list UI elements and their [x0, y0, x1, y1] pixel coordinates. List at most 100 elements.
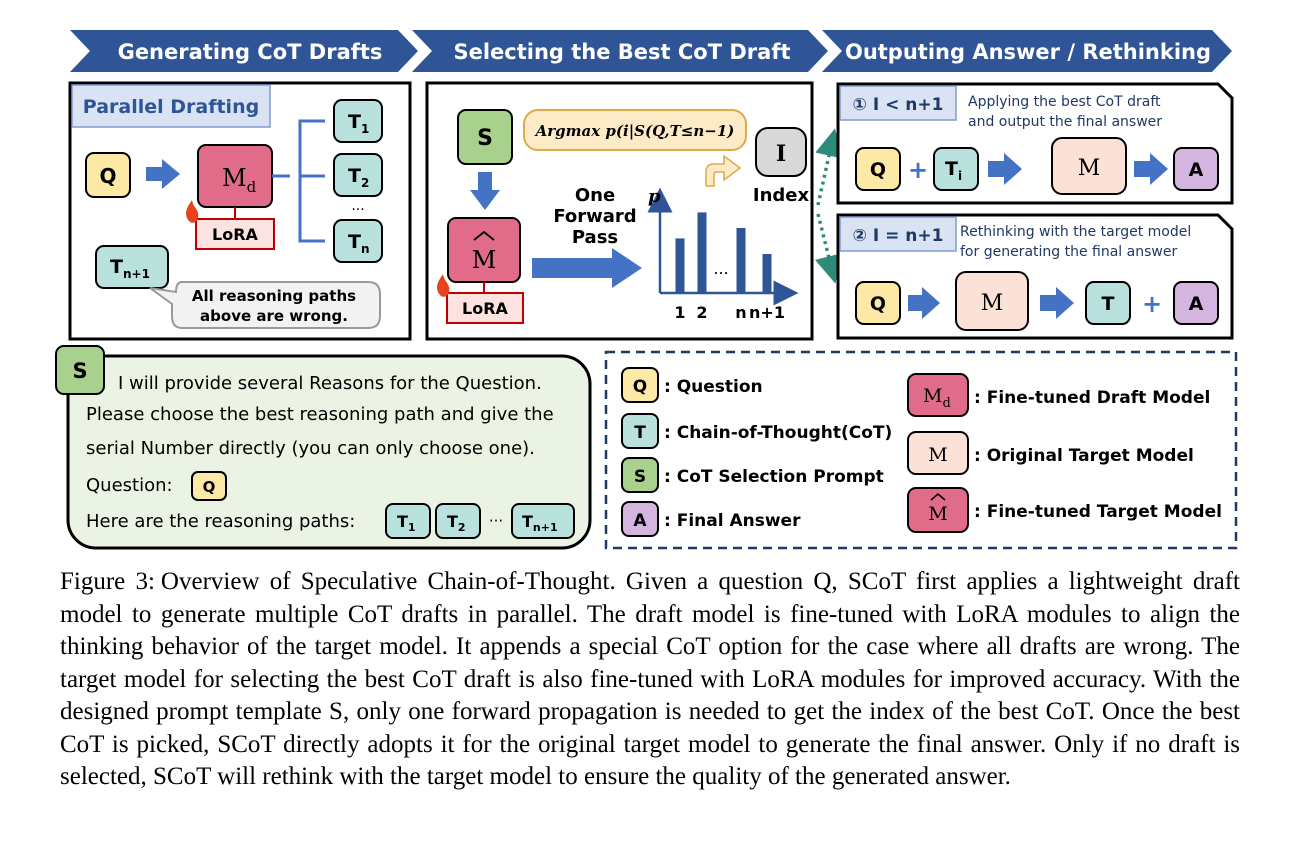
case-1-target-model: [1051, 137, 1127, 195]
target-lora-box: [446, 292, 524, 324]
arrow-to-case-1: [815, 128, 843, 206]
svg-text:M: M: [928, 503, 947, 525]
case-2-answer-token: [1173, 281, 1219, 325]
prompt-line-1: I will provide several Reasons for the Q…: [118, 373, 542, 394]
svg-text:S: S: [72, 359, 87, 383]
bars-ellipsis: ...: [713, 259, 728, 278]
stage-banner-selecting: Selecting the Best CoT Draft: [412, 30, 828, 72]
svg-text:T: T: [634, 423, 646, 443]
case-1-condition: ① I < n+1: [853, 95, 944, 115]
svg-text:T2: T2: [447, 512, 466, 534]
forward-pass-line-1: One: [575, 185, 615, 206]
case-2-header: [839, 216, 957, 252]
arrow-s-to-mhat: [470, 172, 500, 210]
selection-prompt-token: [457, 109, 513, 165]
case-1-description-2: and output the final answer: [968, 114, 1162, 130]
arrow-q-to-draft: [146, 159, 180, 189]
arrow-to-case-2: [815, 213, 843, 284]
prob-bar-2: [697, 212, 707, 293]
svg-text:Tn+1: Tn+1: [522, 512, 558, 534]
case-1-cot-token: [933, 147, 979, 191]
x-tick-2: 2: [696, 303, 707, 322]
question-token: [85, 152, 131, 198]
legend-question-label: : Question: [664, 377, 763, 397]
drafts-ellipsis: ...: [351, 198, 364, 214]
legend-finetuned-model-swatch: [907, 487, 969, 533]
parallel-drafting-title: Parallel Drafting: [83, 96, 259, 118]
flame-icon: [437, 274, 450, 297]
legend-selection-swatch: [621, 457, 659, 493]
case-2-description-1: Rethinking with the target model: [960, 224, 1191, 240]
cot-draft-t1: [333, 99, 383, 143]
parallel-drafting-header: [71, 84, 271, 128]
case-1-description-1: Applying the best CoT draft: [968, 94, 1161, 110]
case-1-header: [839, 85, 957, 121]
panel-case-rethink: ② I = n+1 Rethinking with the target mod…: [836, 213, 1234, 340]
index-token-label: I: [776, 141, 786, 167]
svg-text:M: M: [981, 291, 1004, 316]
argmax-formula: Argmax p(i|S(Q,T≤n−1): [534, 122, 735, 140]
case-1-plus: +: [908, 156, 928, 184]
question-token-label: Q: [99, 164, 116, 188]
draft-lora-label: LoRA: [212, 225, 259, 244]
forward-pass-line-2: Forward: [553, 206, 636, 227]
argmax-formula-box: [523, 109, 747, 151]
cot-draft-t2: [333, 153, 383, 197]
case-1-question-token: [855, 147, 901, 191]
legend-question-swatch: [621, 367, 659, 403]
case-1-arrow-1: [988, 153, 1022, 185]
prompt-line-2: Please choose the best reasoning path an…: [86, 404, 554, 425]
x-tick-n-plus-1: n+1: [749, 303, 785, 322]
prompt-t1-token: [385, 503, 431, 539]
svg-text:A: A: [1189, 159, 1204, 181]
x-tick-1: 1: [674, 303, 685, 322]
legend-selection-label: : CoT Selection Prompt: [664, 467, 884, 487]
legend-cot-swatch: [621, 413, 659, 449]
case-1-answer-token: [1173, 147, 1219, 191]
prompt-line-5: Here are the reasoning paths:: [86, 511, 355, 532]
draft-lora-box: [195, 218, 275, 250]
case-1-arrow-2: [1134, 153, 1168, 185]
figure-label: Figure 3:: [60, 568, 155, 595]
svg-text:Q: Q: [870, 159, 886, 181]
caption-text: Overview of Speculative Chain-of-Thought…: [60, 568, 1241, 790]
svg-text:Md: Md: [923, 385, 951, 411]
case-2-description-2: for generating the final answer: [960, 244, 1177, 260]
svg-text:A: A: [633, 511, 647, 531]
prompt-s-token: [55, 345, 105, 395]
prob-bar-n+1: [762, 254, 772, 293]
hat-accent: [473, 230, 495, 241]
index-token: [755, 127, 807, 177]
prob-bar-n: [736, 228, 746, 293]
panel-parallel-drafting: Parallel Drafting Q Md LoRA T1 T2 ... Tn…: [68, 81, 412, 341]
figure-caption: Figure 3:Overview of Speculative Chain-o…: [60, 566, 1240, 794]
cot-draft-tn: [333, 219, 383, 263]
probability-bar-chart: p ... 1 2 n n+1: [647, 186, 799, 322]
svg-text:T1: T1: [397, 512, 416, 534]
x-tick-n: n: [735, 303, 746, 322]
scot-overview-diagram: Generating CoT Drafts Selecting the Best…: [55, 30, 1238, 550]
svg-text:M: M: [928, 444, 947, 466]
case-2-plus: +: [1142, 290, 1162, 318]
legend-box: Q : Question T : Chain-of-Thought(CoT) S…: [604, 350, 1238, 550]
stage-label-outputing: Outputing Answer / Rethinking: [845, 40, 1211, 64]
stage-banner-generating: Generating CoT Drafts: [70, 30, 418, 72]
legend-hat-accent: [930, 493, 946, 501]
prompt-ellipsis: ···: [489, 512, 503, 530]
svg-text:T: T: [1102, 293, 1115, 315]
speech-line-1: All reasoning paths: [192, 287, 356, 305]
draft-model-label: Md: [222, 164, 257, 196]
prompt-tn1-token: [511, 503, 575, 539]
panel-case-apply-draft: ① I < n+1 Applying the best CoT draft an…: [836, 82, 1234, 205]
case-2-question-token: [855, 281, 901, 325]
svg-text:T1: T1: [348, 111, 369, 136]
y-axis-label: p: [648, 186, 661, 207]
case-2-cot-token: [1085, 281, 1131, 325]
svg-text:Q: Q: [633, 377, 647, 397]
case-2-arrow-2: [1040, 287, 1074, 319]
stage-banner-outputing: Outputing Answer / Rethinking: [822, 30, 1232, 72]
index-label: Index: [753, 185, 810, 206]
orange-arrow-to-index: [705, 154, 742, 187]
flame-icon: [186, 200, 199, 223]
svg-text:M: M: [1078, 156, 1101, 181]
